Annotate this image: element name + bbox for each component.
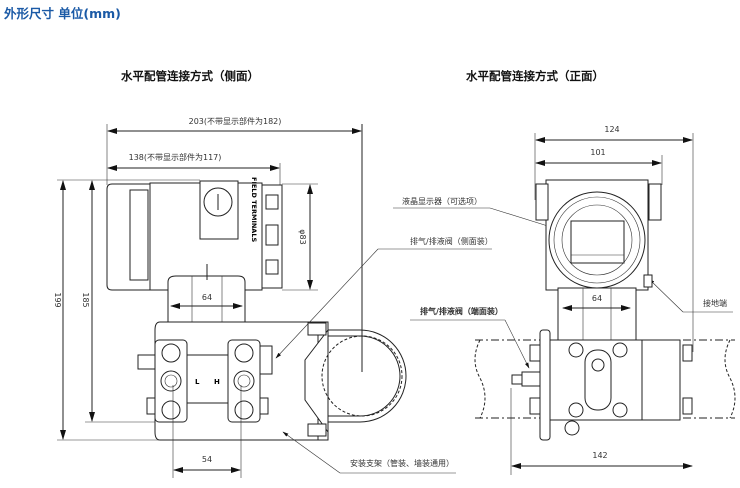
side-view: 203(不带显示部件为182) 138(不带显示部件为117) FIELD TE… [53,116,407,478]
end-vent-valve [521,371,541,387]
dim-housing-width: 138(不带显示部件为117) [129,152,222,162]
dim-front-neck-width: 64 [592,294,602,303]
side-view-title: 水平配管连接方式（侧面） [121,69,259,83]
callout-side-vent: 排气/排液阀（侧面装） [410,236,493,246]
ground-terminal [643,274,653,288]
port-high-label: H [214,378,220,386]
dim-flange-spacing: 54 [202,455,212,464]
page-title: 外形尺寸 单位(mm) [4,6,121,21]
dim-front-housing-width: 101 [590,148,605,157]
dim-neck-width: 64 [202,293,212,302]
dim-total-height: 199 [53,292,62,307]
lcd-screen [570,220,625,264]
dim-front-base-width: 142 [592,451,607,460]
u-bolt [328,329,407,423]
dim-front-overall-width: 124 [604,125,619,134]
callout-bracket: 安装支架（管装、墙装通用） [350,458,454,468]
dim-height: 185 [81,292,90,307]
front-view-title: 水平配管连接方式（正面） [466,69,604,83]
field-terminals-text: FIELD TERMINALS [250,177,258,242]
callout-ground: 接地端 [703,298,727,308]
dim-overall-width: 203(不带显示部件为182) [189,116,282,126]
front-view: 124 101 64 14 [474,125,736,475]
callout-lcd: 液晶显示器（可选项） [402,196,482,206]
port-low-label: L [195,378,200,386]
dim-diameter: φ83 [298,229,307,244]
callout-end-vent: 排气/排液阀（端面装） [420,306,503,316]
callouts: 液晶显示器（可选项） 排气/排液阀（侧面装） 排气/排液阀（端面装） 接地端 安… [275,196,733,474]
